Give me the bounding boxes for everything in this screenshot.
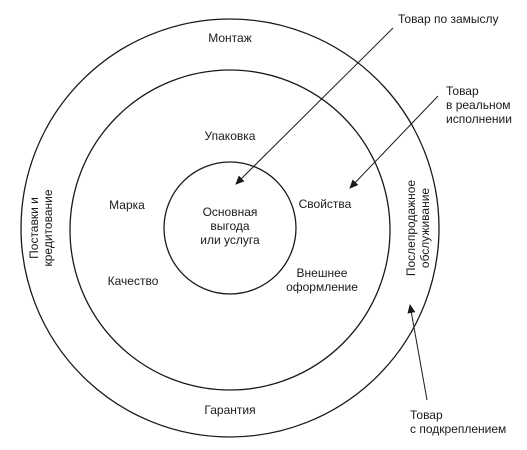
installation-label: Монтаж	[208, 31, 252, 45]
packaging-label: Упаковка	[204, 129, 256, 143]
middle-ring	[69, 69, 391, 391]
delivery-credit-label: Поставки и кредитование	[27, 189, 55, 267]
arrow-idea	[235, 27, 394, 185]
design-label: Внешнее оформление	[286, 266, 358, 294]
arrow-reinforced	[407, 304, 428, 401]
features-label: Свойства	[298, 197, 352, 211]
brand-label: Марка	[109, 198, 145, 212]
callout-real: Товар в реальном исполнении	[446, 84, 512, 126]
inner-ring	[163, 161, 297, 295]
after-sales-label: Послепродажное обслуживание	[404, 179, 432, 277]
outer-ring	[20, 18, 440, 438]
callout-idea: Товар по замыслу	[398, 12, 499, 26]
callout-reinforced: Товар с подкреплением	[410, 408, 507, 436]
core-label: Основная выгода или услуга	[200, 205, 260, 247]
quality-label: Качество	[107, 274, 159, 288]
warranty-label: Гарантия	[204, 403, 256, 417]
arrow-real	[349, 95, 439, 189]
